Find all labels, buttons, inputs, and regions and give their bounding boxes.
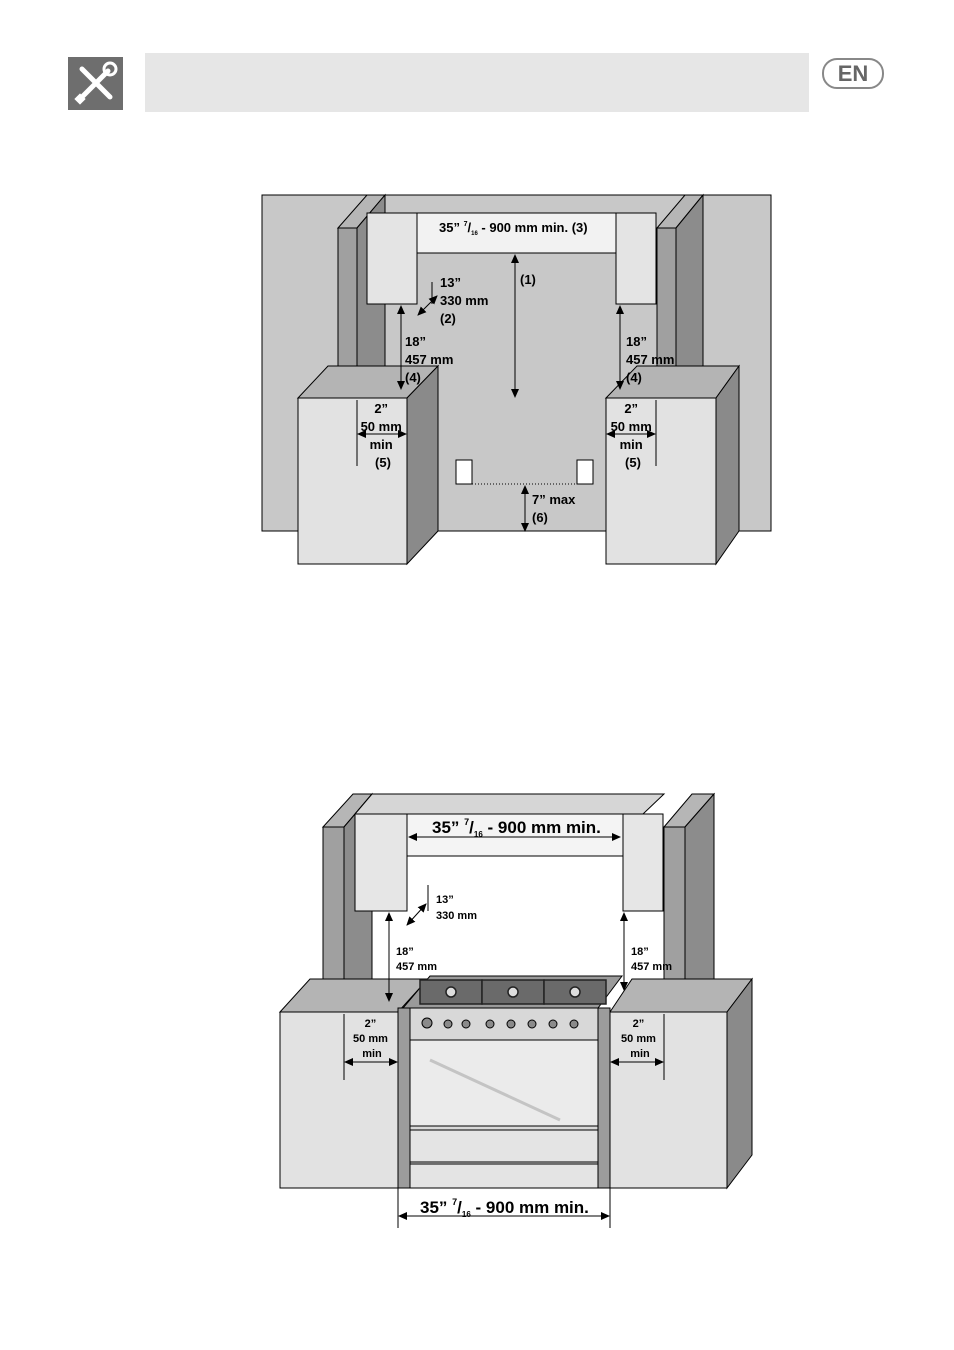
bottom-width-label: 35” 7/16 - 900 mm min. [420,1197,589,1219]
figure-2-range-installation: 35” 7/16 - 900 mm min. 13” 330 mm 18” 45… [280,794,752,1228]
hood-width-label: 35” 7/16 - 900 mm min. [432,817,601,839]
depth-label: 13” 330 mm [436,894,477,922]
figure-1-clearances: 35” 7/16 - 900 mm min. (3) (1) 13” 330 m… [262,195,771,564]
hood-width-label: 35” 7/16 - 900 mm min. (3) [439,220,588,237]
left-height-label: 18” 457 mm [396,946,437,973]
height-center-label: (1) [520,272,536,287]
